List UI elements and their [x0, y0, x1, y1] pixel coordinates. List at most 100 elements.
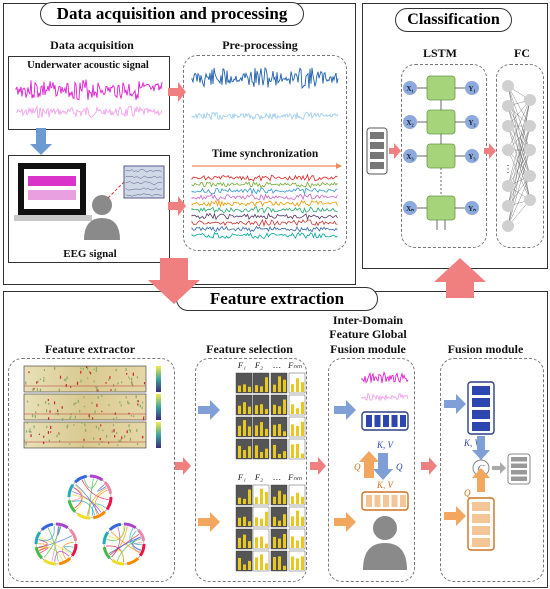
chord-arc [102, 531, 110, 545]
heatmap-speck [93, 368, 95, 371]
heatmap-speck [43, 379, 45, 383]
heatmap-speck [128, 424, 130, 428]
heatmap-speck [37, 403, 39, 407]
fc-edge [507, 99, 531, 151]
chord-arc [105, 496, 113, 511]
selection-header: … [273, 472, 281, 482]
chord-arc [89, 474, 104, 482]
acquisition-title: Data acquisition and processing [40, 2, 304, 26]
eeg-channel [191, 180, 338, 189]
heatmap-speck [39, 388, 42, 392]
fusion-q: Q [464, 488, 471, 498]
cap-line [125, 187, 163, 191]
heatmap-speck [59, 439, 61, 443]
heatmap-speck [114, 435, 116, 438]
heatmap-speck [125, 369, 127, 372]
heatmap-speck [28, 371, 30, 374]
to-feature-arrow [148, 258, 200, 304]
eeg-channel [191, 198, 338, 209]
heatmap-speck [91, 401, 93, 405]
selection-bar [283, 534, 286, 548]
heatmap-speck [129, 429, 132, 433]
extractor-to-selection-arrow [175, 457, 191, 475]
acoustic-branch-arrow-1 [198, 400, 220, 420]
selection-bar [265, 543, 268, 548]
inter-q-orange: Q [354, 462, 361, 472]
chord-arc [123, 522, 137, 530]
selection-bar [243, 384, 246, 392]
heatmap-speck [66, 376, 68, 380]
selection-to-fusion-arrow [310, 457, 326, 475]
heatmap-speck [95, 425, 97, 429]
heatmap-speck [75, 402, 77, 405]
heatmap-speck [125, 396, 127, 399]
selection-label: Feature selection [206, 342, 293, 356]
heatmap-speck [24, 439, 26, 442]
fusion-eeg-token [472, 502, 490, 511]
fc-edge [507, 85, 531, 177]
heatmap-speck [88, 414, 90, 417]
heatmap-speck [84, 423, 86, 427]
eeg-label: EEG signal [63, 248, 117, 260]
heatmap-speck [105, 382, 107, 384]
heatmap-speck [46, 409, 48, 413]
heatmap-speck [47, 398, 49, 401]
fusion-up-shaft [477, 478, 485, 492]
selection-bar [248, 489, 251, 504]
chord-link [83, 478, 98, 489]
selection-bar [265, 448, 268, 458]
selection-bar [278, 520, 281, 526]
chord-link [39, 547, 49, 554]
heatmap-speck [73, 424, 75, 426]
heatmap-speck [111, 430, 113, 433]
chord-link [111, 526, 121, 558]
heatmap-speck [56, 434, 58, 438]
selection-bar [296, 510, 299, 526]
cap-line [125, 175, 163, 179]
heatmap-speck [83, 438, 85, 441]
fusion-acoustic-token [472, 398, 490, 407]
heatmap-speck [108, 378, 110, 381]
heatmap-speck [131, 383, 134, 387]
eeg-channel [191, 212, 338, 221]
heatmap-speck [65, 384, 67, 387]
heatmap-speck [120, 404, 122, 407]
selection-bar [278, 556, 281, 570]
selection-bar [243, 402, 246, 414]
fusion-down-head [472, 450, 490, 460]
selection-bar [248, 446, 251, 458]
acq-to-pre-arrow-2 [168, 196, 186, 216]
eeg-token [383, 495, 389, 507]
selection-bar [273, 384, 276, 392]
chord-arc [67, 483, 75, 498]
heatmap-speck [30, 434, 32, 438]
heatmap-speck [34, 414, 36, 417]
chord-link [107, 525, 124, 539]
heatmap-speck [99, 437, 101, 441]
acoustic-branch-arrow-3 [444, 394, 466, 414]
heatmap-speck [25, 381, 27, 385]
acq-to-pre-arrow-1 [168, 82, 186, 102]
selection-bar [296, 492, 299, 504]
heatmap-speck [44, 401, 47, 404]
heatmap-speck [102, 429, 104, 432]
to-classification-arrow [434, 258, 486, 298]
feature-heatmaps [23, 365, 161, 449]
cap-line [125, 181, 163, 185]
heatmap-speck [25, 442, 27, 446]
chord-arc [103, 481, 113, 495]
selection-bar [273, 536, 276, 548]
heatmap-speck [92, 417, 94, 420]
inter-person-head [373, 516, 397, 540]
chord-link [38, 539, 48, 549]
acoustic-token [366, 415, 372, 427]
selection-bar [291, 404, 294, 414]
inter-up-head [359, 451, 379, 462]
heatmap-speck [36, 388, 38, 391]
heatmap-colorbar [156, 422, 161, 448]
selection-bar [238, 497, 241, 504]
selection-bar [255, 517, 258, 526]
selection-bar [238, 557, 241, 570]
